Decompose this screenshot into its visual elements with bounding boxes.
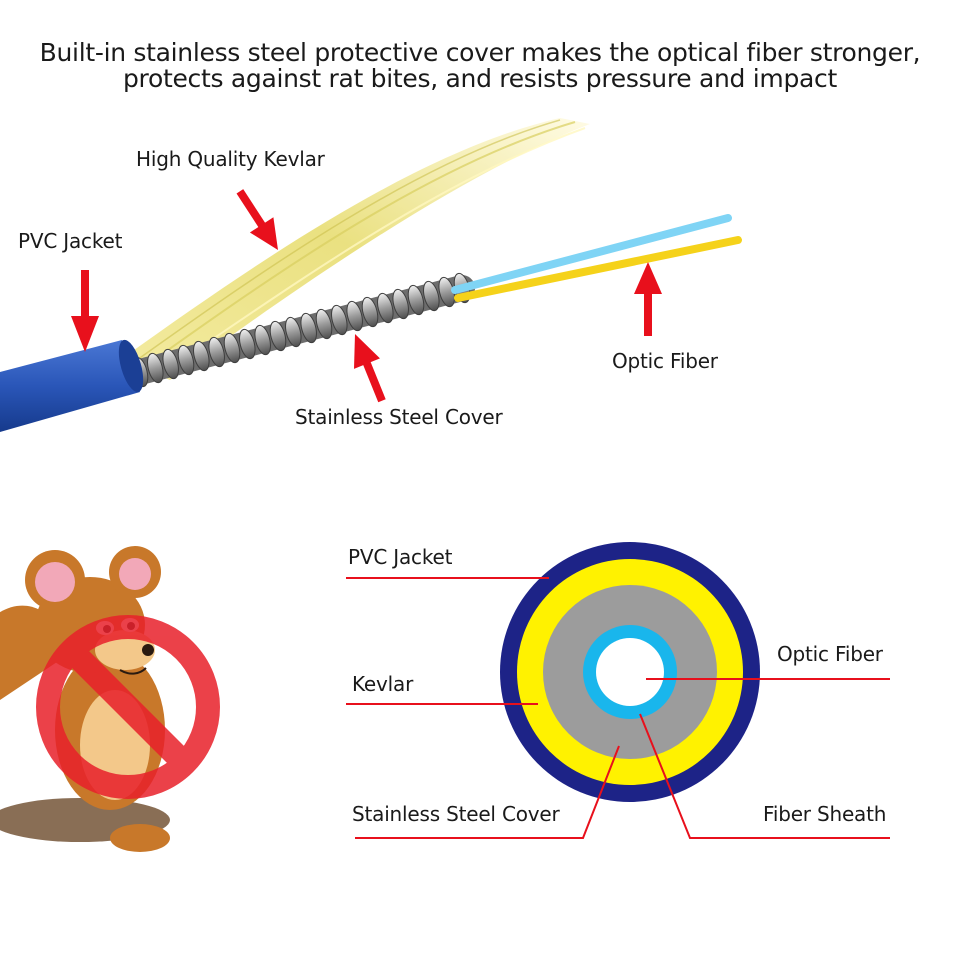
steel-coil: [208, 336, 225, 368]
steel-coil: [346, 300, 363, 332]
cartoon-mouse: [0, 546, 170, 852]
steel-coil: [407, 284, 425, 316]
steel-coil: [147, 352, 164, 384]
label-stainless-steel-cover: Stainless Steel Cover: [295, 405, 503, 429]
core-optic-fiber: [596, 638, 664, 706]
cs-label-optic-fiber: Optic Fiber: [777, 642, 883, 666]
steel-coil: [315, 308, 333, 340]
steel-coil: [254, 324, 271, 356]
cs-label-stainless-steel-cover: Stainless Steel Cover: [352, 802, 560, 826]
steel-coil: [269, 320, 287, 352]
leader-steel-cover: [355, 745, 620, 839]
steel-coil: [223, 332, 241, 364]
arrow-steel-cover: [354, 334, 386, 403]
pvc-jacket-cable: [0, 339, 144, 432]
no-rats-prohibition-icon: [36, 615, 220, 799]
steel-coil: [193, 340, 210, 372]
kevlar-strands: [120, 118, 590, 380]
cs-label-kevlar: Kevlar: [352, 672, 414, 696]
headline-line-2: protects against rat bites, and resists …: [122, 64, 838, 93]
arrow-pvc: [71, 270, 99, 352]
steel-coil: [361, 296, 379, 328]
steel-coil: [377, 292, 394, 324]
steel-coil: [285, 316, 302, 348]
steel-coil: [239, 328, 256, 360]
headline: Built-in stainless steel protective cove…: [0, 40, 960, 92]
steel-coil: [162, 348, 179, 380]
steel-coil: [331, 304, 348, 336]
optic-fibers: [451, 214, 742, 302]
photo-arrows: [71, 189, 662, 403]
headline-line-1: Built-in stainless steel protective cove…: [39, 38, 921, 67]
steel-coil: [392, 288, 409, 320]
label-optic-fiber: Optic Fiber: [612, 349, 718, 373]
arrow-kevlar: [236, 189, 278, 250]
cross-section-diagram: [500, 542, 760, 802]
label-high-quality-kevlar: High Quality Kevlar: [136, 147, 325, 171]
arrow-optic-fiber: [634, 262, 662, 336]
steel-coil: [423, 280, 440, 312]
cs-label-pvc-jacket: PVC Jacket: [348, 545, 453, 569]
cs-label-fiber-sheath: Fiber Sheath: [763, 802, 887, 826]
leader-fiber-sheath: [639, 713, 890, 839]
steel-coil: [300, 312, 317, 344]
leader-lines: [346, 577, 890, 839]
steel-coil: [177, 344, 195, 376]
label-pvc-jacket: PVC Jacket: [18, 229, 123, 253]
